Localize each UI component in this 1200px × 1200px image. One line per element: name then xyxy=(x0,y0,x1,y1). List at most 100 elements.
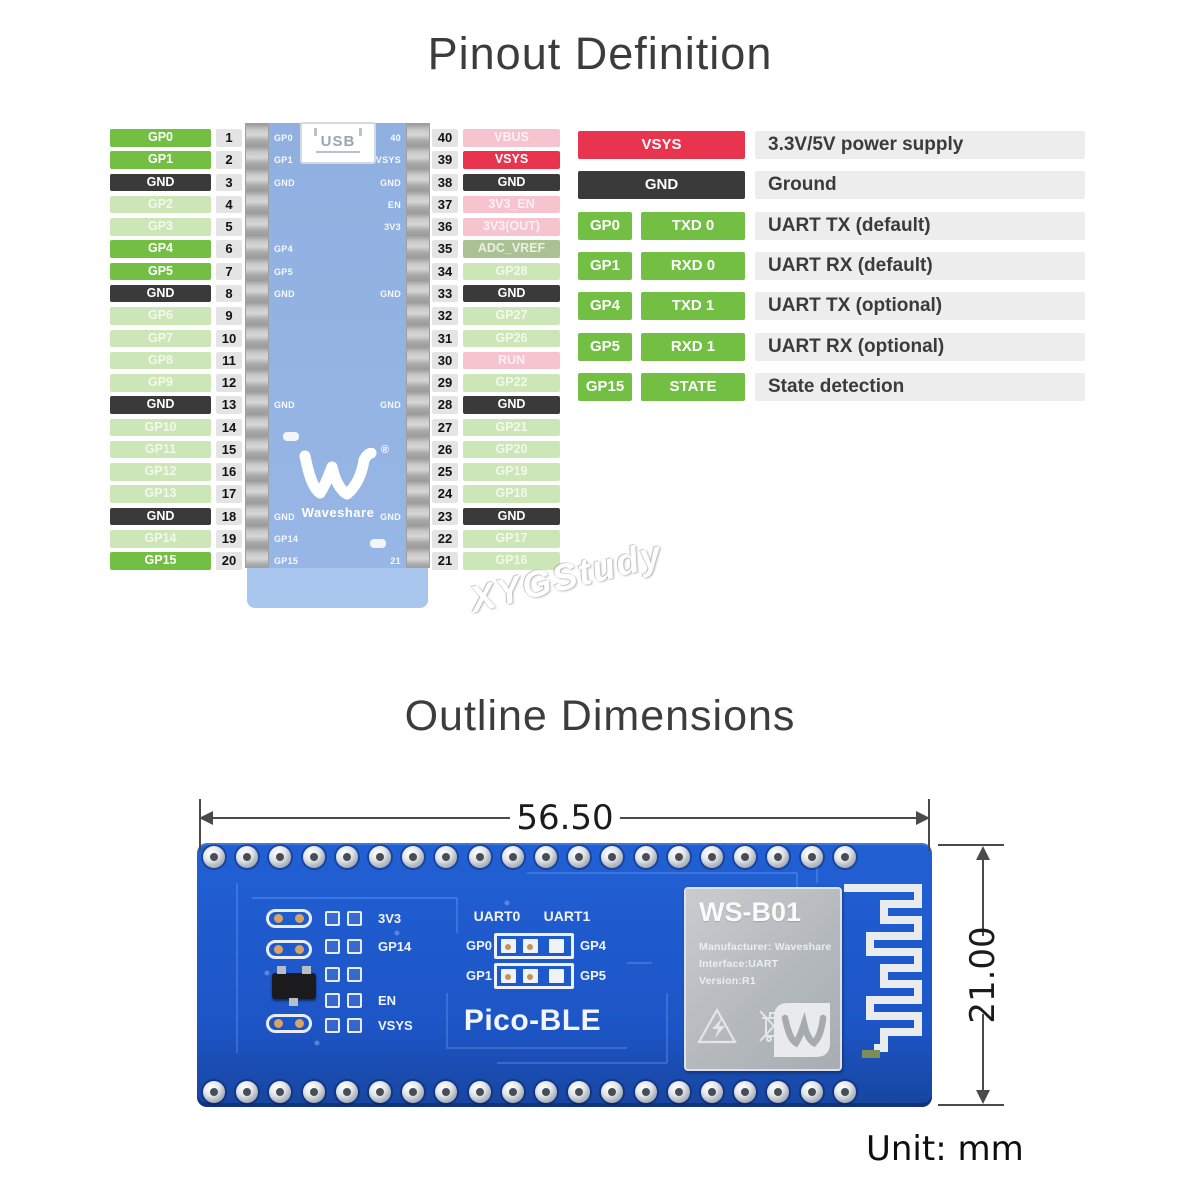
pin-number: 19 xyxy=(216,530,242,548)
width-dimension: 56.50 xyxy=(516,798,614,838)
module-manufacturer: Manufacturer: Waveshare xyxy=(699,941,832,953)
pin-hole-center xyxy=(608,1088,617,1096)
pin-number: 15 xyxy=(216,440,242,459)
gpio-label: GP4 xyxy=(580,938,607,953)
pin-hole xyxy=(667,846,690,868)
pin-hole-center xyxy=(210,853,218,861)
pin-hole xyxy=(535,846,557,868)
pin-hole xyxy=(435,1081,458,1103)
solder-pad xyxy=(325,939,340,954)
pin-hole-center xyxy=(276,853,285,861)
pin-badge: GP3 xyxy=(110,218,211,236)
pin-badge: GP27 xyxy=(463,307,560,325)
pin-badge: GP18 xyxy=(463,485,560,503)
pin-hole xyxy=(734,1081,757,1103)
module-title: WS-B01 xyxy=(699,897,802,927)
pin-hole xyxy=(269,846,292,868)
pin-number: 32 xyxy=(432,307,458,325)
pin-badge: GND xyxy=(110,507,211,526)
legend-description: State detection xyxy=(755,372,1085,401)
pin-number: 1 xyxy=(216,129,242,147)
pin-badge: VBUS xyxy=(463,129,560,147)
legend-description: UART RX (optional) xyxy=(755,332,1085,361)
uart-header-label: UART0 xyxy=(473,908,521,924)
solder-pad xyxy=(325,993,340,1008)
arrow-left-icon xyxy=(199,811,213,825)
pin-row-right: 32 GP27 xyxy=(432,307,562,325)
pin-number: 40 xyxy=(432,129,458,147)
pin-number: 22 xyxy=(432,530,458,548)
pin-badge: 3V3_EN xyxy=(463,195,560,214)
pin-hole-center xyxy=(774,1088,783,1096)
pad-label: VSYS xyxy=(378,1018,413,1033)
pin-hole xyxy=(568,846,591,868)
pin-hole-center xyxy=(575,853,584,861)
pin-row-left: GP14 19 xyxy=(110,530,245,548)
pin-badge: GND xyxy=(463,396,560,414)
pin-badge: GND xyxy=(463,173,560,192)
solder-pad xyxy=(347,1018,362,1033)
pico-left-header xyxy=(245,123,269,568)
pin-number: 24 xyxy=(432,485,458,503)
pin-hole xyxy=(203,846,225,868)
pin-number: 5 xyxy=(216,218,242,236)
pin-badge: GP14 xyxy=(110,530,211,548)
pin-hole-center xyxy=(243,1088,252,1096)
pin-hole xyxy=(369,846,391,868)
waveshare-brand-text: Waveshare xyxy=(301,505,375,520)
pin-number: 7 xyxy=(216,262,242,281)
pico-silk-label: GND xyxy=(380,400,401,411)
legend-description: UART TX (optional) xyxy=(755,292,1085,321)
waveshare-w-icon xyxy=(299,447,377,500)
pin-hole xyxy=(701,846,723,868)
pin-badge: GP12 xyxy=(110,463,211,481)
pin-badge: GP20 xyxy=(463,440,560,459)
registered-mark: ® xyxy=(380,444,389,456)
pin-number: 20 xyxy=(216,552,242,570)
pin-hole-center xyxy=(807,853,816,861)
pin-hole-center xyxy=(409,1088,418,1096)
pin-badge: GP9 xyxy=(110,374,211,392)
pin-hole-center xyxy=(376,853,384,861)
pico-silk-label: VSYS xyxy=(375,155,401,166)
pcb-antenna xyxy=(844,884,922,1058)
pin-hole xyxy=(335,846,358,868)
pin-hole xyxy=(800,1081,823,1103)
jumper-pad-pair xyxy=(325,911,367,927)
jumper-block xyxy=(494,933,574,959)
pin-hole-center xyxy=(741,853,750,861)
pin-badge: ADC_VREF xyxy=(463,240,560,258)
pico-silk-label: 21 xyxy=(390,556,401,567)
pin-number: 39 xyxy=(432,151,458,169)
pin-number: 33 xyxy=(432,284,458,303)
jumper-pad-pair xyxy=(325,967,367,983)
pin-number: 14 xyxy=(216,418,242,437)
pin-hole-center xyxy=(376,1088,384,1096)
legend-func-badge: TXD 1 xyxy=(641,292,745,321)
solder-pad xyxy=(347,967,362,982)
legend-func-badge: STATE xyxy=(641,372,745,401)
arrow-right-icon xyxy=(916,811,930,825)
legend-description: UART TX (default) xyxy=(755,211,1085,240)
dim-line-height xyxy=(982,858,984,936)
jumper-pad-hole xyxy=(505,974,511,980)
pin-number: 28 xyxy=(432,396,458,414)
pin-hole-center xyxy=(674,1088,683,1096)
legend-badge: GND xyxy=(578,171,745,200)
